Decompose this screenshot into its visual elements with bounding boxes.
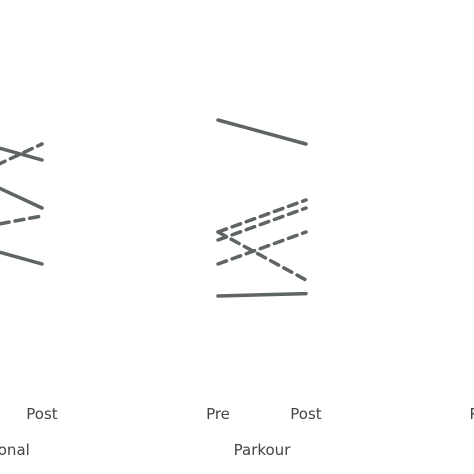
- group-label: ntional: [0, 441, 30, 459]
- x-tick-label: Pre: [206, 405, 230, 423]
- series-line-g0-s3: [0, 214, 44, 226]
- x-tick-label: Post: [26, 405, 58, 423]
- series-line-g0-s4: [0, 250, 44, 266]
- series-lines: [0, 118, 308, 298]
- series-line-g0-s1: [0, 142, 44, 166]
- x-tick-label: Post: [290, 405, 322, 423]
- series-line-g1-s2: [216, 206, 308, 242]
- series-line-g1-s5: [216, 291, 308, 298]
- series-line-g0-s2: [0, 186, 44, 210]
- group-label: Parkour: [234, 441, 292, 459]
- x-tick-label: P: [469, 405, 474, 423]
- series-line-g1-s3: [216, 230, 308, 266]
- series-line-g1-s1: [216, 198, 308, 234]
- series-line-g0-s0: [0, 146, 44, 162]
- series-line-g1-s0: [216, 118, 308, 146]
- series-line-g1-s4: [216, 230, 308, 282]
